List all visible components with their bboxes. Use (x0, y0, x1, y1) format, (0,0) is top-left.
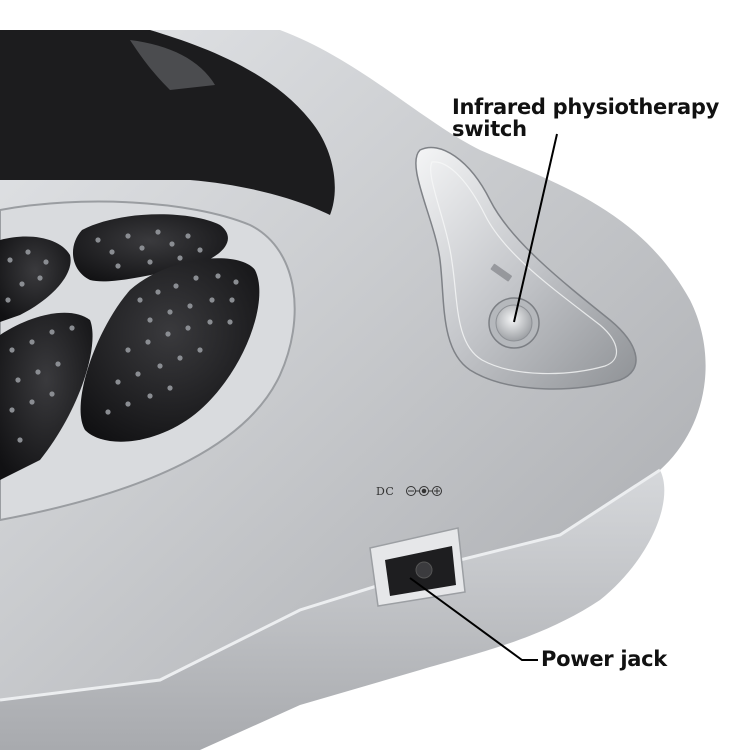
massage-node (147, 317, 153, 323)
massage-node (109, 249, 115, 255)
infrared-switch-label-line-2: switch (452, 117, 527, 141)
massage-node (9, 407, 15, 413)
massage-node (155, 229, 161, 235)
infrared-switch-label: Infrared physiotherapy switch (452, 96, 719, 140)
massage-node (155, 289, 161, 295)
power-jack[interactable] (369, 527, 466, 607)
massage-node (49, 329, 55, 335)
massage-node (193, 275, 199, 281)
massage-node (147, 259, 153, 265)
infrared-switch-label-line-1: Infrared physiotherapy (452, 95, 720, 119)
massage-node (5, 297, 11, 303)
massage-node (115, 263, 121, 269)
massage-node (35, 369, 41, 375)
massage-node (177, 355, 183, 361)
top-recess-shine (130, 40, 215, 90)
massage-node (69, 325, 75, 331)
massage-node (185, 325, 191, 331)
massage-node (29, 399, 35, 405)
massage-node (17, 437, 23, 443)
massage-node (233, 279, 239, 285)
massage-node (177, 255, 183, 261)
massage-node (209, 297, 215, 303)
device-body (0, 30, 706, 700)
power-jack-pin (415, 561, 433, 579)
dc-marking: DC (376, 485, 395, 498)
massage-node (145, 339, 151, 345)
massage-node (95, 237, 101, 243)
infrared-callout-line (513, 133, 558, 323)
massage-node (227, 319, 233, 325)
massage-node (157, 363, 163, 369)
massage-node (137, 297, 143, 303)
massage-node (187, 303, 193, 309)
massage-node (125, 401, 131, 407)
massage-node (43, 259, 49, 265)
massage-node (55, 361, 61, 367)
massage-node (9, 347, 15, 353)
massage-node (25, 249, 31, 255)
massage-node (169, 241, 175, 247)
massage-nodes (5, 229, 239, 443)
massage-node (115, 379, 121, 385)
infrared-button-icon (495, 304, 533, 342)
massage-node (197, 247, 203, 253)
foot-pad-left-lower (0, 312, 93, 480)
massage-node (135, 371, 141, 377)
power-jack-callout-line (409, 577, 538, 661)
control-panel-inner (430, 161, 617, 375)
massage-node (15, 377, 21, 383)
massage-node (197, 347, 203, 353)
massage-node (215, 273, 221, 279)
massage-node (147, 393, 153, 399)
massage-node (185, 233, 191, 239)
massage-node (125, 347, 131, 353)
massage-node (19, 281, 25, 287)
massage-node (37, 275, 43, 281)
massage-node (139, 245, 145, 251)
massage-node (7, 257, 13, 263)
infrared-button[interactable] (488, 297, 540, 349)
foot-pad-right (80, 258, 260, 442)
massage-node (105, 409, 111, 415)
massage-node (165, 331, 171, 337)
foot-pad-left-upper (0, 236, 71, 322)
massage-node (167, 309, 173, 315)
device-side-wall (0, 470, 665, 750)
massage-node (173, 283, 179, 289)
massage-node (167, 385, 173, 391)
panel-print (490, 263, 512, 282)
dc-polarity-symbol-icon (406, 486, 442, 496)
massage-node (29, 339, 35, 345)
massage-node (125, 233, 131, 239)
power-jack-label: Power jack (541, 647, 667, 671)
massage-node (49, 391, 55, 397)
massage-node (207, 319, 213, 325)
top-recess (0, 30, 335, 215)
massage-node (229, 297, 235, 303)
